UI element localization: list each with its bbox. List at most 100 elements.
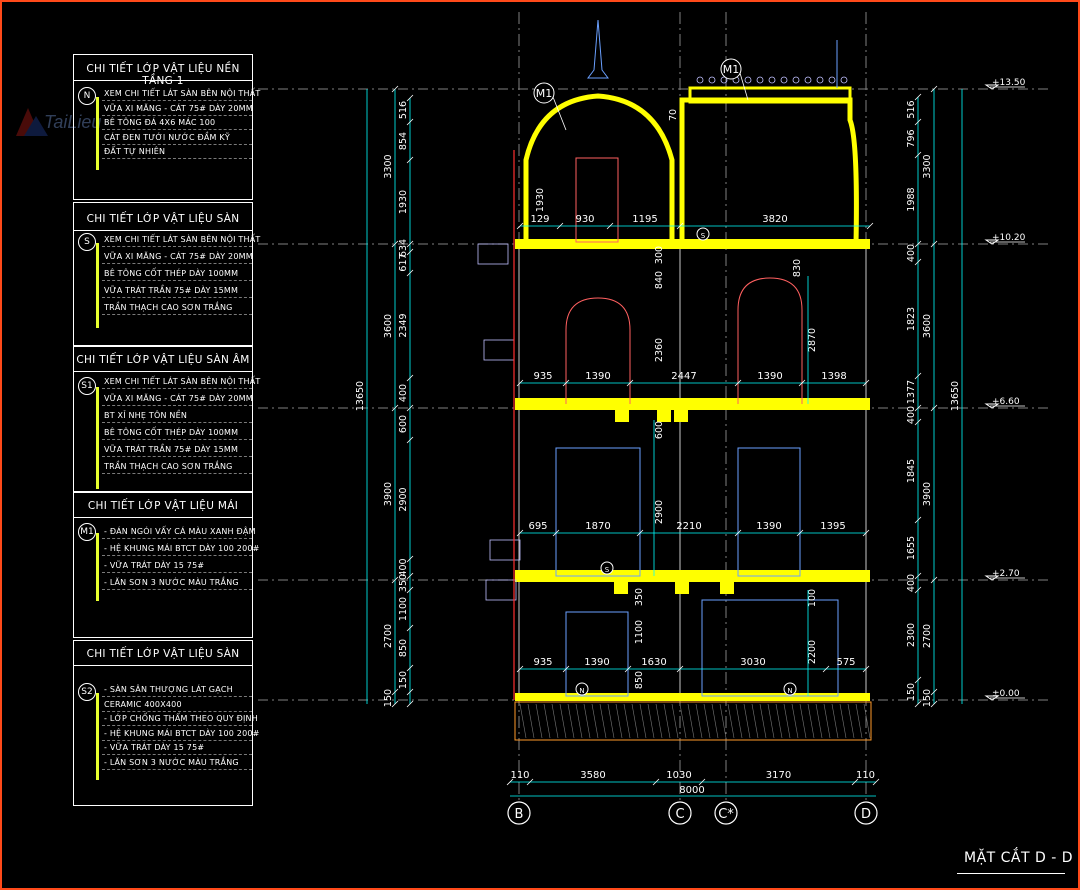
tag-slab-icon [600,561,614,575]
foundation-hatch [551,703,559,739]
dim-tick [914,572,922,580]
beam-stub [614,582,628,594]
legend-item: XEM CHI TIẾT LÁT SÀN BÊN NỘI THẤT [104,89,261,98]
watermark-text: TaiLieu [44,112,101,132]
dim-right-outer-label: 150 [922,689,933,707]
foundation-hatch [703,703,711,739]
dim-tick [562,665,570,673]
dim-tick [391,688,399,696]
dim-bottom-total-label: 8000 [679,785,704,796]
level-label: ±0.00 [992,689,1020,699]
dim-left-inner-label: 617 [398,253,409,271]
legend-item-rule [102,280,252,281]
balustrade-icon [792,76,800,84]
foundation-hatch [679,703,687,739]
foundation-hatch [823,703,831,739]
dim-tick [406,269,414,277]
dim-tick [406,156,414,164]
dim-left-outer-label: 150 [383,689,394,707]
foundation-hatch [855,703,863,739]
dim-roof-row-label: 1195 [632,214,657,225]
dim-left-inner-label: 850 [398,639,409,657]
dim-right-inner-label: 796 [906,129,917,147]
dim-interior-label: 2200 [807,640,818,664]
foundation-hatch [607,703,615,739]
dim-floor1-row-label: 935 [533,657,552,668]
dim-right-inner-label: 400 [906,574,917,592]
legend-item: CÁT ĐEN TƯỚI NƯỚC ĐẦM KỸ [104,132,230,142]
tag-roof-left-label: M1 [536,87,553,100]
dim-tick [391,85,399,93]
dim-interior-label: 600 [654,421,665,439]
spire-icon [587,19,609,79]
dim-interior-label: 2900 [654,500,665,524]
dim-floor1-row-label: 1390 [584,657,609,668]
legend-item: TRẦN THẠCH CAO SƠN TRẮNG [104,462,233,471]
dim-left-inner-label: 634 [398,239,409,257]
foundation-hatch [663,703,671,739]
balustrade-icon [756,76,764,84]
legend-title: CHI TIẾT LỚP VẬT LIỆU SÀN [86,648,240,660]
dim-right-outer-label: 3900 [922,482,933,506]
beam-stub [657,410,671,422]
foundation-hatch [847,703,855,739]
dim-tick [862,665,870,673]
tag-ground-label: N [579,687,584,695]
balustrade-icon [720,76,728,84]
legend-item-rule [102,456,252,457]
facade-ornament [489,539,521,561]
legend-layer-bar [96,97,99,170]
beam-stub [675,582,689,594]
level-label: +2.70 [992,569,1020,579]
dim-left-outer-label: 3600 [383,314,394,338]
dim-tick [526,778,534,786]
foundation-hatch [807,703,815,739]
dim-interior-label: 2870 [807,328,818,352]
dim-interior-label: 300 [654,246,665,264]
legend-item-rule [102,263,252,264]
dim-left-inner-label: 2349 [398,313,409,337]
foundation-hatch [559,703,567,739]
foundation-hatch [599,703,607,739]
beam-stub [674,410,688,422]
foundation-hatch [527,703,535,739]
dimension-annotations: 3300360039002700150136505168541930634617… [355,85,963,797]
dim-floor1-row-label: 3030 [740,657,765,668]
foundation-hatch [863,703,871,739]
dim-tick [406,688,414,696]
legend-title: CHI TIẾT LỚP VẬT LIỆU SÀN ÂM [76,354,250,366]
balustrade-icon [780,76,788,84]
legend-item-rule [102,297,252,298]
dim-tick [636,529,644,537]
dim-interior-label: 1930 [535,188,546,212]
door-frame [701,599,839,697]
legend-title-separator [74,665,252,666]
legend-item-rule [102,572,252,573]
roof-parapet [688,86,852,104]
dim-floor2-row-label: 2210 [676,521,701,532]
grid-bubble-icon [714,801,738,825]
facade-ornament [485,579,517,601]
foundation-hatch [727,703,735,739]
dim-left-inner-label: 1930 [398,190,409,214]
dim-tick [406,94,414,102]
dim-tick [822,665,830,673]
foundation-hatch [631,703,639,739]
dim-left-outer-label: 3900 [383,482,394,506]
legend-item-rule [102,555,252,556]
dim-tick [851,778,859,786]
legend-item: BT XỈ NHẸ TÔN NỀN [104,411,188,420]
legend-item: CERAMIC 400X400 [104,699,182,709]
grid-bubble-icon [507,801,531,825]
roof-right [679,97,859,245]
foundation-hatch [575,703,583,739]
dim-tick [914,516,922,524]
dim-tick [391,404,399,412]
dim-floor3-row-label: 1398 [821,371,846,382]
dim-tick [798,379,806,387]
dim-tick [930,240,938,248]
legend-item: - LĂN SƠN 3 NƯỚC MÀU TRẮNG [104,757,239,767]
dim-tick [734,379,742,387]
